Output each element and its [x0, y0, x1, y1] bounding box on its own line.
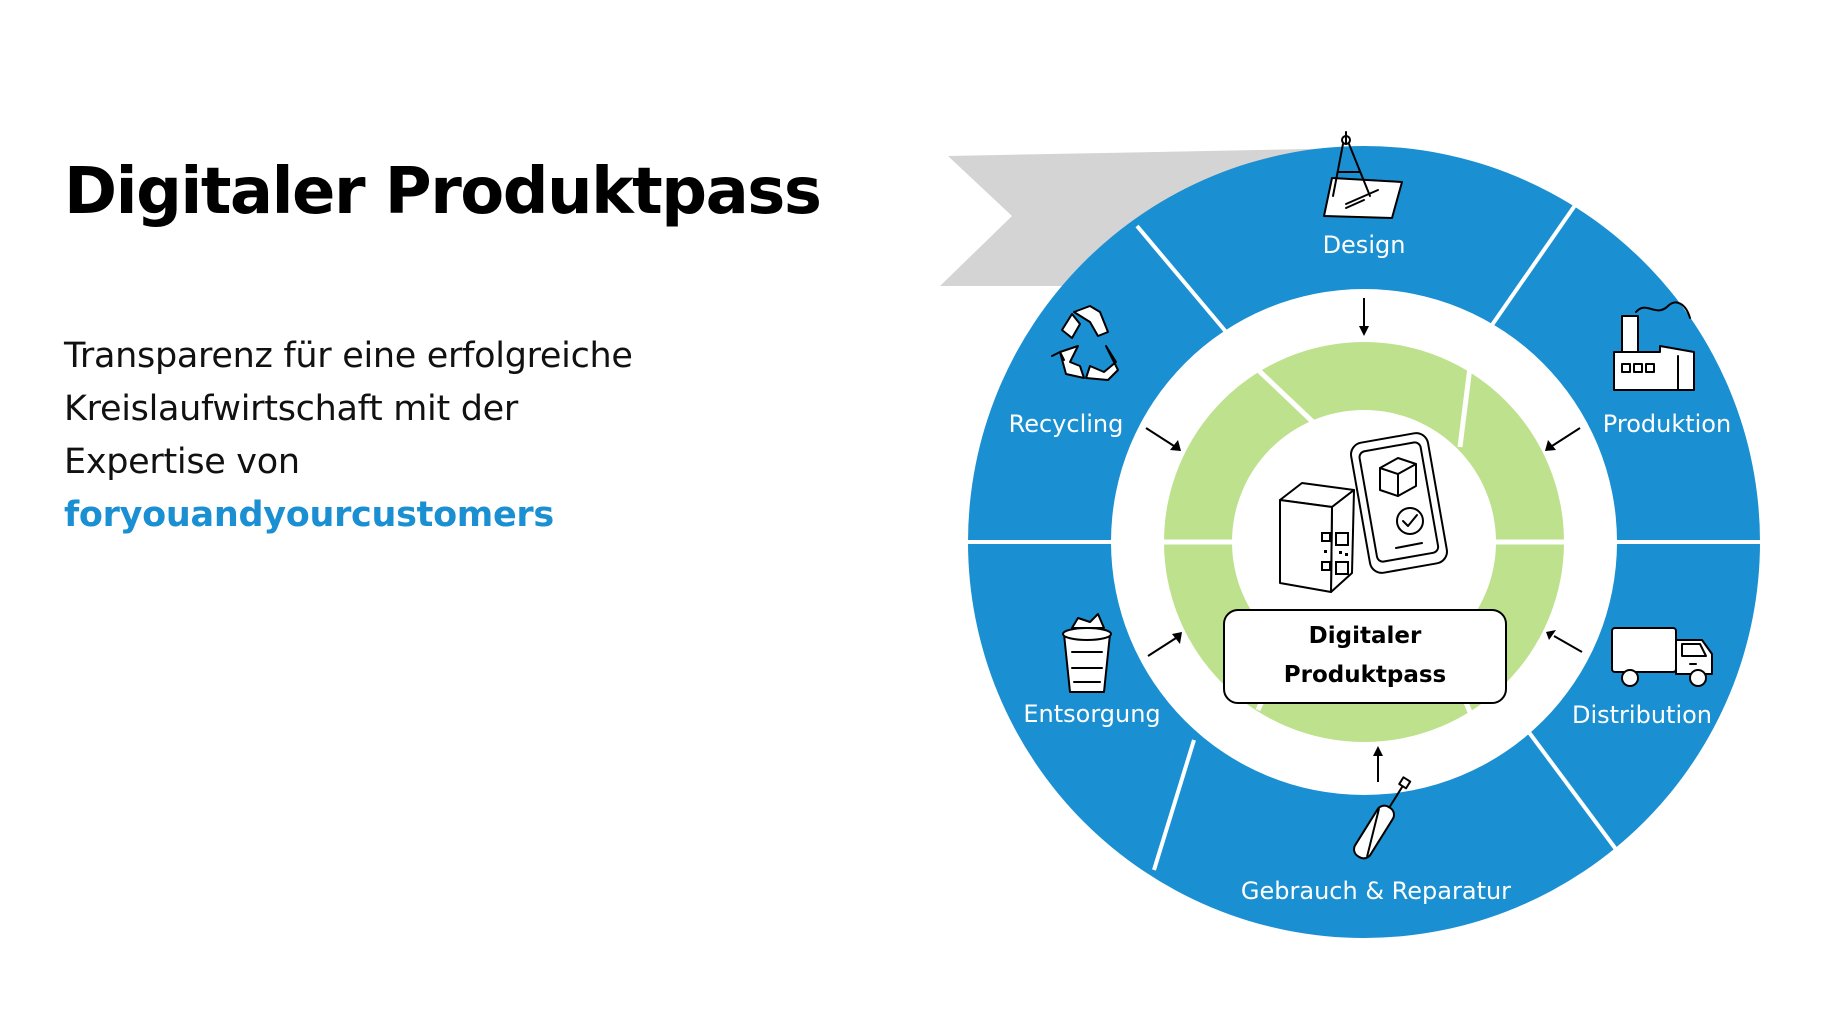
intro-line-3: Expertise von	[64, 442, 300, 482]
center-label-line-2: Produktpass	[1284, 662, 1447, 688]
outer-ring-dividers	[966, 199, 1772, 871]
stage-label-recycling: Recycling	[1009, 410, 1124, 438]
stage-label-distribution: Distribution	[1572, 701, 1712, 729]
smartphone-icon	[1350, 432, 1448, 574]
center-label-line-1: Digitaler	[1309, 623, 1422, 649]
page-title: Digitaler Produktpass	[64, 155, 822, 229]
truck-icon	[1611, 627, 1713, 687]
trash-bin-icon	[1062, 613, 1112, 693]
center-label-box	[1223, 609, 1507, 704]
brand-name: foryouandyourcustomers	[64, 495, 554, 535]
intro-text: Transparenz für eine erfolgreiche Kreisl…	[64, 330, 704, 542]
recycle-icon	[1051, 305, 1119, 381]
checkmark-icon	[1396, 507, 1424, 535]
stage-label-entsorgung: Entsorgung	[1023, 700, 1160, 728]
intro-line-1: Transparenz für eine erfolgreiche	[64, 336, 633, 376]
inward-arrows	[1145, 298, 1583, 782]
stage-label-gebrauch-reparatur: Gebrauch & Reparatur	[1241, 877, 1511, 905]
stage-label-design: Design	[1323, 231, 1406, 259]
factory-icon	[1613, 301, 1695, 391]
intro-line-2: Kreislaufwirtschaft mit der	[64, 389, 518, 429]
screwdriver-icon	[1353, 776, 1412, 860]
product-box-icon	[1279, 482, 1355, 593]
stage-label-produktion: Produktion	[1603, 410, 1731, 438]
drafting-compass-icon	[1323, 131, 1403, 219]
qr-code-icon	[1321, 532, 1349, 575]
